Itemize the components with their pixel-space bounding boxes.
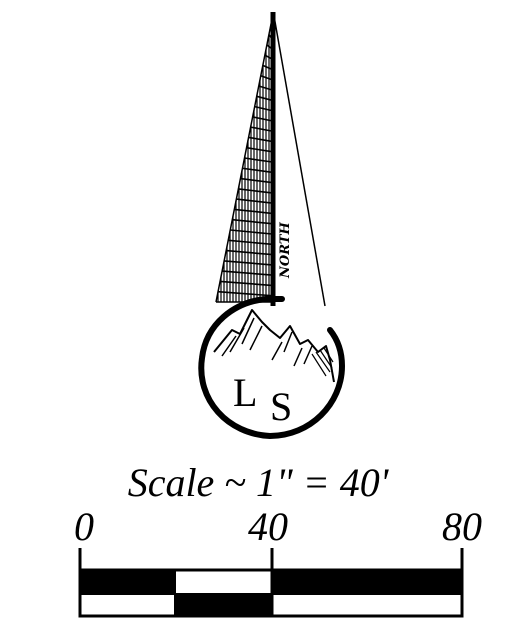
scale-bar-top-segment-1 (80, 570, 175, 594)
north-arrow-left-edge (215, 13, 274, 303)
scale-bar-bottom-segment-3 (272, 594, 462, 616)
logo-ring (198, 296, 346, 440)
logo-letter-l: L (233, 370, 257, 415)
scale-tick-label-0: 0 (74, 504, 94, 549)
scale-bar-bottom-segment-2 (175, 594, 272, 616)
scale-bar-top-segment-2 (175, 570, 272, 594)
north-arrow-right-edge (273, 15, 326, 307)
scale-bar-top-segment-3 (272, 570, 462, 594)
logo: L S (198, 296, 346, 440)
north-arrow-hatched-blade (216, 13, 274, 303)
mountain-peaks-icon (213, 309, 335, 383)
logo-letter-s: S (270, 384, 292, 429)
north-label: NORTH (278, 222, 293, 279)
north-arrow: NORTH (215, 12, 326, 307)
scale-caption: Scale ~ 1" = 40' (128, 460, 390, 505)
scale-tick-labels: 0 40 80 (74, 504, 482, 549)
scale-tick-label-80: 80 (442, 504, 482, 549)
scale-tick-label-40: 40 (248, 504, 288, 549)
scale-bar-bottom-segment-1 (80, 594, 175, 616)
scale-bar (78, 548, 464, 618)
